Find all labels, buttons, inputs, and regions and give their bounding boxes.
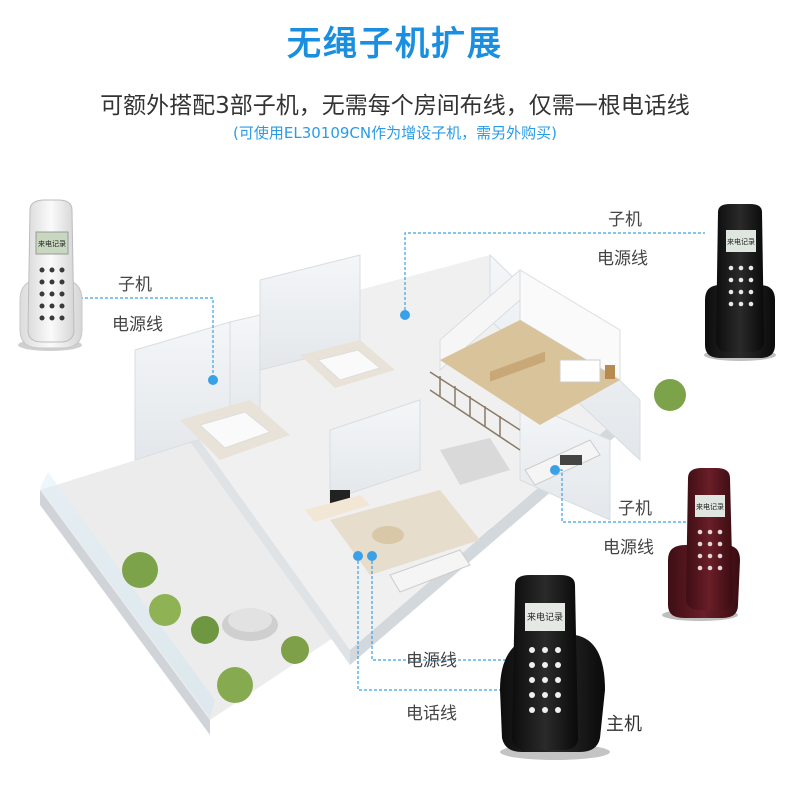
bedrooms (180, 340, 395, 460)
page-subtitle: 可额外搭配3部子机，无需每个房间布线，仅需一根电话线 (100, 93, 690, 119)
bottom-phone-line-label: 电话线 (406, 704, 457, 724)
right-handset-label: 子机 (618, 499, 652, 519)
base-unit-screen-text: 来电记录 (527, 611, 563, 623)
page-note: (可使用EL30109CN作为增设子机，需另外购买) (233, 124, 557, 142)
page-title: 无绳子机扩展 (287, 24, 503, 64)
base-unit-label: 主机 (606, 714, 642, 735)
left-handset-label: 子机 (118, 275, 152, 295)
connector-lines (70, 232, 705, 691)
topright-handset-label: 子机 (608, 210, 642, 230)
living-room (305, 438, 510, 593)
right-power-label: 电源线 (603, 538, 654, 558)
base-unit-phone (500, 575, 610, 760)
left-power-label: 电源线 (112, 315, 163, 335)
white-handset-screen-text: 来电记录 (38, 239, 66, 248)
study-room (440, 320, 620, 425)
burgundy-handset-screen-text: 来电记录 (696, 502, 724, 511)
kitchen (524, 439, 601, 486)
white-handset (18, 199, 83, 351)
black-handset-screen-text: 来电记录 (727, 237, 755, 246)
terrace (40, 440, 360, 735)
bottom-power-label: 电源线 (406, 651, 457, 671)
black-handset (704, 204, 776, 361)
stair-railing (429, 371, 521, 451)
burgundy-handset (662, 468, 740, 621)
connector-dots (208, 310, 560, 561)
topright-power-label: 电源线 (597, 249, 648, 269)
